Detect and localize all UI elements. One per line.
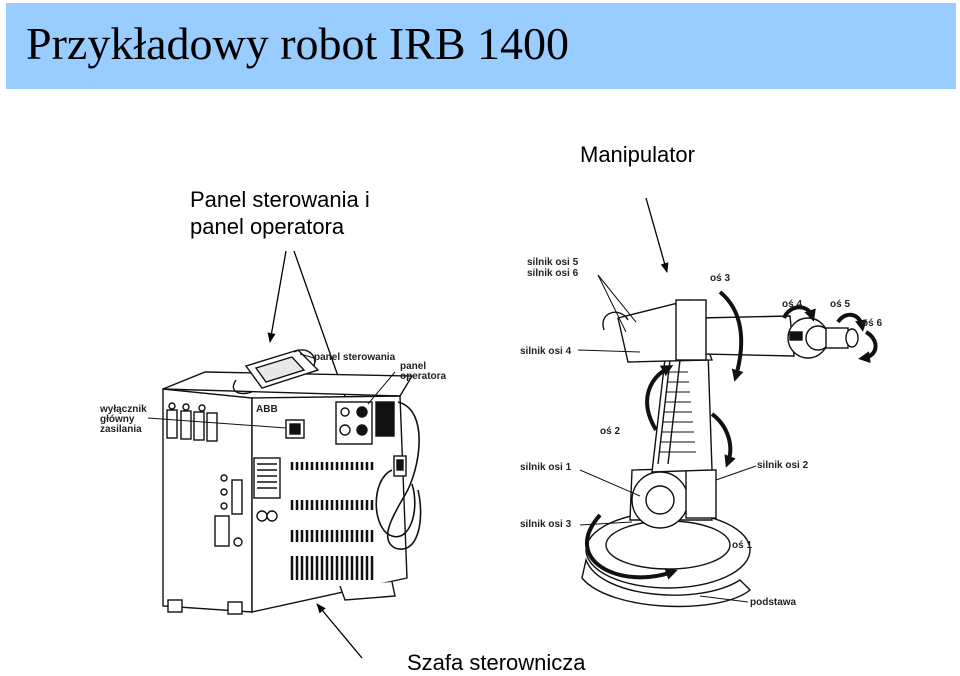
annotation-operator-panel-2: operatora: [400, 371, 447, 382]
annotation-main-switch-1: wyłącznik: [99, 404, 147, 415]
annotation-base: podstawa: [750, 597, 797, 608]
annotation-motor-axis-5: silnik osi 5: [527, 257, 579, 268]
control-cabinet: [162, 349, 422, 615]
manipulator-arrow: [645, 197, 669, 273]
cabinet-annotations: panel sterowania panel operatora wyłączn…: [99, 352, 447, 435]
annotation-axis-5: oś 5: [830, 299, 850, 310]
cabinet-brand-logo: ABB: [256, 404, 278, 415]
annotation-control-panel: panel sterowania: [314, 352, 396, 363]
manipulator-label: Manipulator: [580, 142, 695, 167]
annotation-motor-axis-3: silnik osi 3: [520, 519, 572, 530]
panel-label: Panel sterowania i panel operatora: [190, 186, 370, 240]
panel-label-line1: Panel sterowania i: [190, 187, 370, 212]
pointer-arrows: [267, 197, 669, 659]
panel-label-line2: panel operatora: [190, 214, 345, 239]
annotation-motor-axis-4: silnik osi 4: [520, 346, 572, 357]
cabinet-label: Szafa sterownicza: [407, 650, 586, 675]
annotation-main-switch-2: główny: [100, 414, 135, 425]
annotation-axis-3: oś 3: [710, 273, 730, 284]
annotation-operator-panel-1: panel: [400, 361, 426, 372]
annotation-motor-axis-1: silnik osi 1: [520, 462, 572, 473]
panel-arrow-1: [267, 250, 287, 343]
cabinet-arrow: [316, 603, 363, 659]
robot-annotations: silnik osi 5 silnik osi 6 silnik osi 4 s…: [520, 257, 882, 608]
panel-arrow-2: [293, 250, 346, 397]
axis-rotation-arrows: [585, 290, 878, 580]
annotation-axis-2: oś 2: [600, 426, 620, 437]
annotation-motor-axis-2: silnik osi 2: [757, 460, 809, 471]
annotation-motor-axis-6: silnik osi 6: [527, 268, 579, 279]
robot-manipulator: [581, 299, 859, 608]
annotation-axis-1: oś 1: [732, 540, 752, 551]
slide-title: Przykładowy robot IRB 1400: [26, 18, 570, 69]
annotation-axis-6: oś 6: [862, 318, 882, 329]
title-bar: Przykładowy robot IRB 1400: [6, 3, 956, 89]
annotation-main-switch-3: zasilania: [100, 424, 142, 435]
annotation-axis-4: oś 4: [782, 299, 802, 310]
